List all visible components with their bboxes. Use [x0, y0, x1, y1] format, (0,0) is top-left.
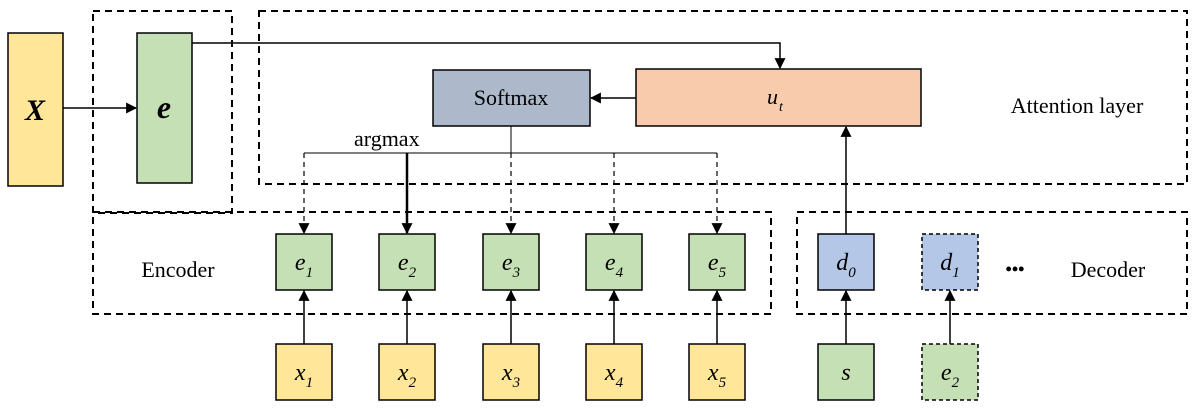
- encoder-cell-1-label: e1: [295, 250, 313, 281]
- decoder-label: Decoder: [1071, 257, 1146, 282]
- input-cell-5: [688, 343, 746, 401]
- input-cell-5-label: x5: [707, 360, 727, 391]
- encoder-cell-2-label: e2: [398, 250, 417, 281]
- softmax-label: Softmax: [474, 85, 549, 110]
- attention-frame: [258, 10, 1188, 185]
- argmax-label: argmax: [354, 126, 420, 151]
- score-label: ut: [767, 84, 784, 115]
- embedding-frame: [92, 10, 233, 214]
- encoder-cell-4-label: e4: [605, 250, 624, 281]
- decoder-cell-1: [921, 233, 979, 291]
- encoder-cell-3-label: e3: [502, 250, 520, 281]
- embedding-label: e: [157, 89, 171, 125]
- input-cell-3: [482, 343, 540, 401]
- input-cell-4: [585, 343, 643, 401]
- input-cell-1-label: x1: [294, 360, 313, 391]
- input-cell-1: [275, 343, 333, 401]
- decoder-frame: [796, 211, 1188, 315]
- decoder-input-s-label: s: [841, 360, 850, 386]
- decoder-input-s: [817, 343, 875, 401]
- score-box: [635, 68, 922, 127]
- input-cell-3-label: x3: [501, 360, 520, 391]
- attention-layer-label: Attention layer: [1011, 93, 1144, 118]
- decoder-cell-1-label: d1: [940, 250, 960, 281]
- decoder-ellipsis: •••: [1006, 259, 1025, 279]
- softmax-box: [432, 69, 591, 127]
- decoder-cell-0-label: d0: [836, 250, 856, 281]
- embedding-box: [136, 32, 193, 184]
- embedding-to-score-arrow: [192, 42, 786, 70]
- encoder-cell-3: [482, 233, 540, 291]
- decoder-input-e2-label: e2: [941, 360, 960, 391]
- encoder-cell-5: [688, 233, 746, 291]
- encoder-frame: [92, 211, 772, 315]
- input-x-box: [7, 32, 64, 187]
- input-x-label: X: [24, 94, 46, 127]
- input-cell-4-label: x4: [604, 360, 624, 391]
- input-cell-2-label: x2: [397, 360, 417, 391]
- encoder-cell-5-label: e5: [708, 250, 727, 281]
- encoder-label: Encoder: [141, 257, 215, 282]
- encoder-cell-2: [378, 233, 436, 291]
